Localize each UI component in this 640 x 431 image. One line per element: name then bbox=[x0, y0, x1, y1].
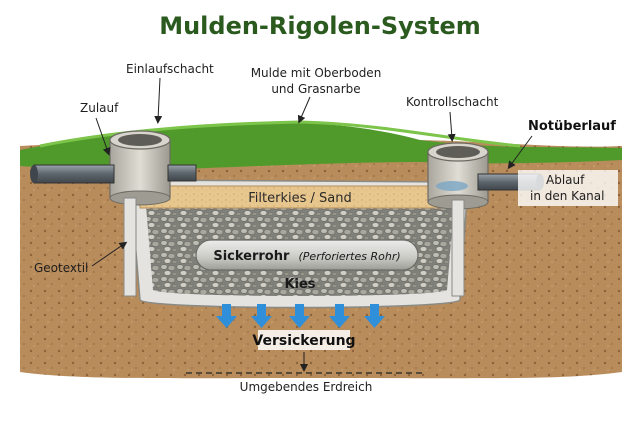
geotextil-label: Geotextil bbox=[34, 261, 88, 275]
versickerung-box bbox=[258, 330, 350, 350]
perforated-pipe bbox=[195, 239, 419, 271]
mulde-label-line1: Mulde mit Oberboden bbox=[251, 66, 382, 80]
diagram-title: Mulden-Rigolen-System bbox=[159, 12, 481, 40]
kontrollschacht-label: Kontrollschacht bbox=[406, 95, 499, 109]
einlaufschacht-label: Einlaufschacht bbox=[126, 62, 214, 76]
inlet-pipe-out bbox=[167, 164, 197, 182]
mulde-label-line2: und Grasnarbe bbox=[271, 82, 360, 96]
versickerung-label: Versickerung bbox=[252, 333, 355, 349]
leader-einlaufschacht bbox=[154, 77, 163, 124]
leader-notueberlauf bbox=[507, 135, 533, 170]
ablauf-label-line1: Ablauf bbox=[546, 173, 585, 187]
down-arrow-icon bbox=[364, 304, 385, 328]
zulauf-label: Zulauf bbox=[80, 101, 119, 115]
down-arrow-icon bbox=[251, 304, 272, 328]
leader-kontrollschacht bbox=[447, 111, 456, 142]
down-arrow-icon bbox=[329, 304, 350, 328]
erdreich-label: Umgebendes Erdreich bbox=[240, 380, 373, 394]
ablauf-label-line2: in den Kanal bbox=[530, 189, 604, 203]
leader-geotextil bbox=[91, 241, 128, 267]
infiltration-arrows bbox=[216, 304, 385, 328]
filterkies-label: Filterkies / Sand bbox=[248, 191, 351, 206]
down-arrow-icon bbox=[289, 304, 310, 328]
pipe-end bbox=[30, 165, 38, 183]
geotextile-side-right bbox=[451, 199, 465, 297]
notueberlauf-label: Notüberlauf bbox=[528, 119, 616, 134]
inlet-pipe bbox=[33, 164, 115, 184]
ablauf-box bbox=[518, 170, 618, 206]
leader-zulauf bbox=[95, 117, 111, 156]
sickerrohr-label: Sickerrohr (Perforiertes Rohr) bbox=[213, 245, 400, 264]
inlet-shaft bbox=[109, 130, 171, 206]
geotextile-side-left bbox=[123, 197, 137, 297]
down-arrow-icon bbox=[216, 304, 237, 328]
kies-label: Kies bbox=[284, 277, 315, 292]
leader-mulde bbox=[297, 96, 311, 124]
